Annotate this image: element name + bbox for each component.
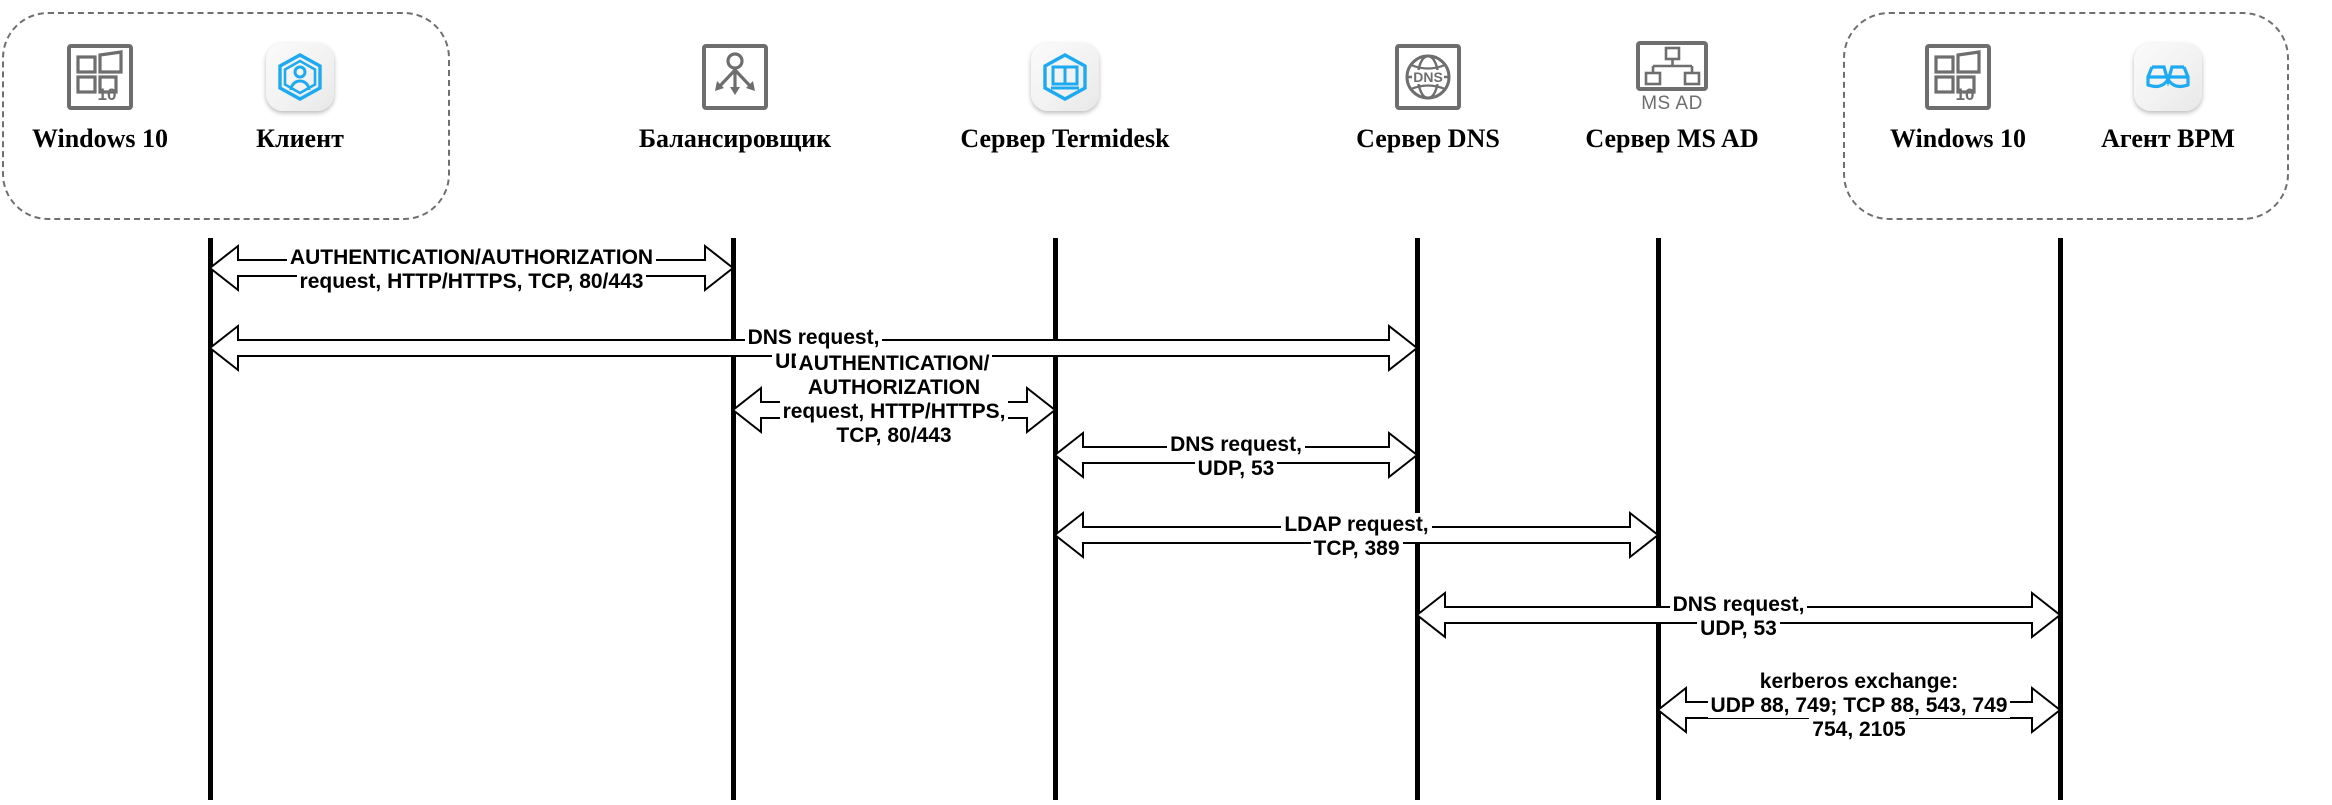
double-arrow-shape bbox=[208, 323, 1419, 373]
lifeline-termidesk bbox=[1053, 238, 1058, 800]
dns-globe-icon: DNS bbox=[1395, 38, 1461, 116]
client-workstation-group bbox=[2, 12, 450, 220]
actor-windows10-client[interactable]: 10 Windows 10 bbox=[0, 38, 200, 154]
msg-ldap-termidesk-msad: LDAP request,TCP, 389 bbox=[1053, 505, 1660, 565]
double-arrow-shape bbox=[731, 385, 1057, 435]
actor-client[interactable]: Клиент bbox=[200, 38, 400, 154]
lifeline-balancer bbox=[731, 238, 736, 800]
windows-icon-caption: 10 bbox=[98, 85, 117, 104]
actor-label: Сервер DNS bbox=[1356, 124, 1500, 153]
ms-ad-icon: MS AD bbox=[1636, 38, 1708, 116]
termidesk-app-icon bbox=[1031, 38, 1099, 116]
actor-label: Сервер MS AD bbox=[1585, 124, 1759, 153]
actor-label: Windows 10 bbox=[1889, 124, 2027, 153]
actor-agent-bpm[interactable]: Агент BPM bbox=[2068, 38, 2268, 154]
msg-dns-dns-agent: DNS request,UDP, 53 bbox=[1415, 585, 2062, 645]
dns-icon-caption: DNS bbox=[1413, 69, 1443, 85]
client-app-icon bbox=[266, 38, 334, 116]
load-balancer-icon bbox=[702, 38, 768, 116]
windows-10-icon: 10 bbox=[1925, 38, 1991, 116]
windows-10-icon: 10 bbox=[67, 38, 133, 116]
double-arrow-shape bbox=[1656, 685, 2062, 735]
actor-msad[interactable]: MS AD Сервер MS AD bbox=[1522, 38, 1822, 154]
actor-label: Сервер Termidesk bbox=[960, 124, 1170, 153]
double-arrow-shape bbox=[1053, 510, 1660, 560]
double-arrow-shape bbox=[1415, 590, 2062, 640]
actor-label: Клиент bbox=[256, 124, 344, 153]
actor-dns[interactable]: DNS Сервер DNS bbox=[1278, 38, 1578, 154]
actor-balancer[interactable]: Балансировщик bbox=[585, 38, 885, 154]
double-arrow-shape bbox=[1053, 430, 1419, 480]
actor-label: Windows 10 bbox=[31, 124, 169, 153]
msg-dns-client-dns: DNS request,UDP, 53 bbox=[208, 318, 1419, 378]
windows-icon-caption: 10 bbox=[1956, 85, 1975, 104]
lifeline-client bbox=[208, 238, 213, 800]
actor-label: Балансировщик bbox=[638, 124, 832, 153]
double-arrow-shape bbox=[208, 243, 735, 293]
msg-kerberos-msad-agent: kerberos exchange:UDP 88, 749; TCP 88, 5… bbox=[1656, 670, 2062, 742]
ms-ad-icon-caption: MS AD bbox=[1641, 93, 1703, 114]
msg-dns-termidesk-dns: DNS request,UDP, 53 bbox=[1053, 425, 1419, 485]
actor-windows10-agent[interactable]: 10 Windows 10 bbox=[1858, 38, 2058, 154]
lifeline-agent-bpm bbox=[2058, 238, 2063, 800]
actor-termidesk[interactable]: Сервер Termidesk bbox=[915, 38, 1215, 154]
agent-bpm-icon bbox=[2134, 38, 2202, 116]
lifeline-msad bbox=[1656, 238, 1661, 800]
actor-label: Агент BPM bbox=[2101, 124, 2235, 153]
agent-workstation-group bbox=[1843, 12, 2289, 220]
